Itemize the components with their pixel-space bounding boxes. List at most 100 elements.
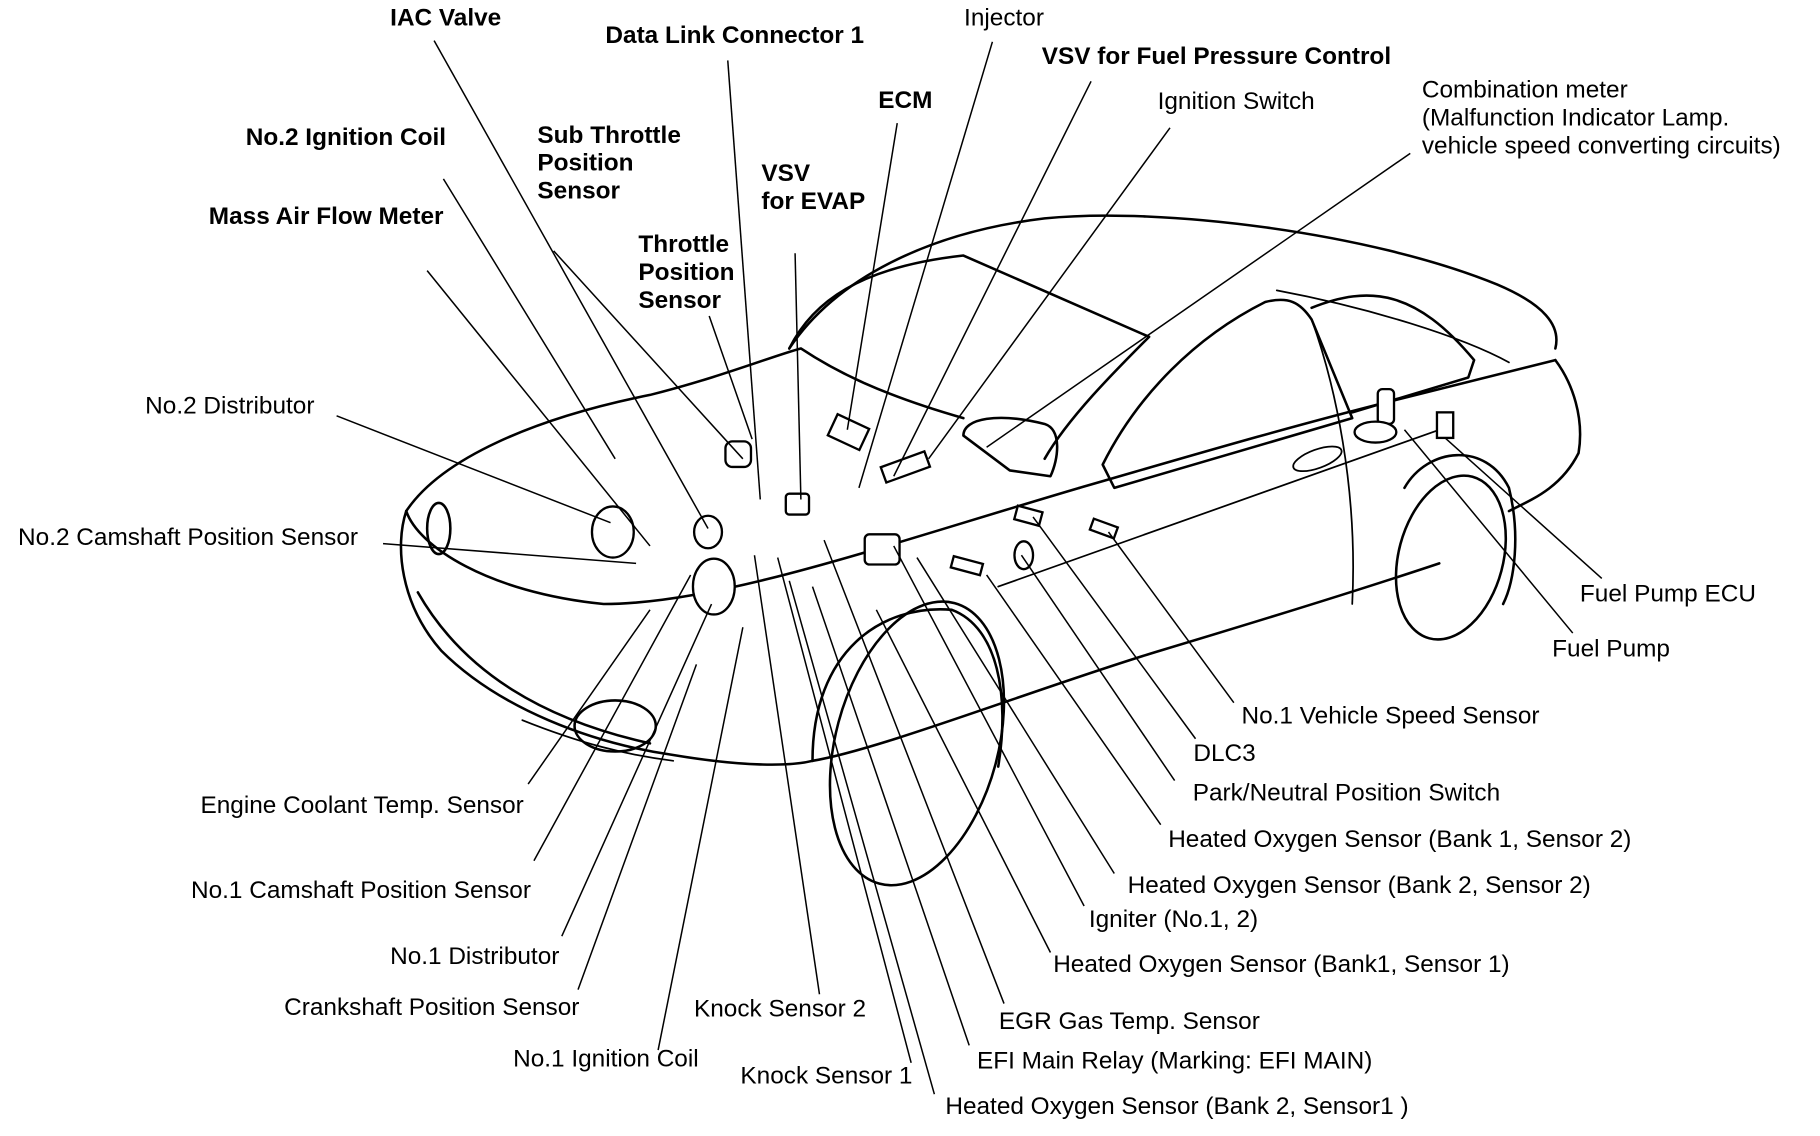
label-knock-sensor-2: Knock Sensor 2 xyxy=(694,995,866,1022)
leader-lines xyxy=(336,40,1603,1095)
leader-line-fuel-pump-ecu xyxy=(1444,437,1603,580)
front-wheel xyxy=(828,600,1006,887)
label-line: VSV for Fuel Pressure Control xyxy=(1042,43,1391,70)
side-mid-crease xyxy=(997,428,1441,588)
label-line: Combination meter xyxy=(1422,77,1628,104)
vsv-evap-part xyxy=(784,492,811,516)
distributor-no1-part xyxy=(691,557,736,616)
park-neutral-switch-part xyxy=(1013,540,1035,571)
label-line: Sensor xyxy=(537,178,620,205)
label-line: Engine Coolant Temp. Sensor xyxy=(200,792,523,819)
label-no2-ignition-coil: No.2 Ignition Coil xyxy=(246,124,446,151)
label-line: Ignition Switch xyxy=(1158,88,1315,115)
label-no1-camshaft-position-sensor: No.1 Camshaft Position Sensor xyxy=(191,877,531,904)
label-data-link-connector-1: Data Link Connector 1 xyxy=(605,22,864,49)
label-igniter: Igniter (No.1, 2) xyxy=(1089,906,1258,933)
leader-line-vsv-fuel-pressure xyxy=(893,80,1092,477)
label-line: No.2 Ignition Coil xyxy=(246,124,446,151)
leader-line-mass-air-flow-meter xyxy=(426,270,651,547)
label-egr-gas-temp-sensor: EGR Gas Temp. Sensor xyxy=(999,1008,1260,1035)
side-sill xyxy=(811,562,1441,763)
leader-line-heated-oxygen-sensor-bank1-sensor2 xyxy=(985,574,1162,826)
door-window xyxy=(1101,298,1354,490)
leader-line-igniter xyxy=(893,545,1085,907)
leader-line-no1-distributor xyxy=(561,603,713,937)
leader-line-no1-vehicle-speed-sensor xyxy=(1107,531,1235,704)
label-mass-air-flow-meter: Mass Air Flow Meter xyxy=(209,203,444,230)
label-combination-meter: Combination meter(Malfunction Indicator … xyxy=(1422,77,1781,160)
label-line: EGR Gas Temp. Sensor xyxy=(999,1008,1260,1035)
side-mirror xyxy=(962,416,1059,478)
vehicle-speed-sensor-part xyxy=(1088,517,1120,540)
label-no1-vehicle-speed-sensor: No.1 Vehicle Speed Sensor xyxy=(1242,703,1540,730)
leader-line-no1-ignition-coil xyxy=(657,627,744,1051)
leader-line-ignition-switch xyxy=(927,127,1171,460)
dlc3-part xyxy=(1012,504,1044,528)
label-line: Sub Throttle xyxy=(537,122,680,149)
label-line: Crankshaft Position Sensor xyxy=(284,994,579,1021)
front-lower-grille xyxy=(521,719,675,762)
label-knock-sensor-1: Knock Sensor 1 xyxy=(740,1063,912,1090)
label-no1-ignition-coil: No.1 Ignition Coil xyxy=(513,1045,699,1072)
label-dlc3: DLC3 xyxy=(1193,740,1255,767)
label-heated-oxygen-sensor-bank2-sensor2: Heated Oxygen Sensor (Bank 2, Sensor 2) xyxy=(1128,872,1591,899)
leader-line-no2-camshaft-position-sensor xyxy=(382,542,637,565)
label-crankshaft-position-sensor: Crankshaft Position Sensor xyxy=(284,994,579,1021)
label-line: IAC Valve xyxy=(390,5,501,32)
label-line: Knock Sensor 1 xyxy=(740,1063,912,1090)
label-line: Heated Oxygen Sensor (Bank 2, Sensor 2) xyxy=(1128,872,1591,899)
label-ecm: ECM xyxy=(878,87,932,114)
car-outline xyxy=(399,214,1582,887)
label-fuel-pump-ecu: Fuel Pump ECU xyxy=(1580,581,1756,608)
label-line: vehicle speed converting circuits) xyxy=(1422,132,1781,159)
leader-line-combination-meter xyxy=(986,152,1411,448)
hood xyxy=(404,347,965,513)
label-no2-distributor: No.2 Distributor xyxy=(145,393,314,420)
windshield xyxy=(788,254,1151,461)
label-line: (Malfunction Indicator Lamp. xyxy=(1422,104,1729,131)
leader-line-heated-oxygen-sensor-bank2-sensor2 xyxy=(916,557,1115,874)
label-engine-coolant-temp-sensor: Engine Coolant Temp. Sensor xyxy=(200,792,523,819)
leader-line-fuel-pump xyxy=(1403,429,1574,634)
leader-line-ecm xyxy=(846,123,898,430)
o2-sensor-part xyxy=(949,554,985,577)
label-line: Mass Air Flow Meter xyxy=(209,203,444,230)
leader-line-knock-sensor-1 xyxy=(776,557,912,1064)
label-line: Position xyxy=(537,150,633,177)
label-line: Sensor xyxy=(638,287,721,314)
label-line: Fuel Pump ECU xyxy=(1580,581,1756,608)
leader-line-sub-throttle-position-sensor xyxy=(553,250,744,460)
label-line: Heated Oxygen Sensor (Bank1, Sensor 1) xyxy=(1053,951,1509,978)
label-line: Position xyxy=(638,259,734,286)
leader-line-vsv-for-evap xyxy=(794,253,802,500)
label-line: Heated Oxygen Sensor (Bank 2, Sensor1 ) xyxy=(945,1093,1408,1120)
engine-components xyxy=(590,387,1455,616)
leader-line-no2-ignition-coil xyxy=(442,178,616,460)
label-line: No.1 Vehicle Speed Sensor xyxy=(1242,703,1540,730)
label-efi-main-relay: EFI Main Relay (Marking: EFI MAIN) xyxy=(977,1048,1372,1075)
fuel-pump-part xyxy=(1376,387,1396,426)
label-heated-oxygen-sensor-bank2-sensor1: Heated Oxygen Sensor (Bank 2, Sensor1 ) xyxy=(945,1093,1408,1120)
label-injector: Injector xyxy=(964,5,1044,32)
leader-line-iac-valve xyxy=(433,40,709,529)
roof-rear-edge xyxy=(1275,289,1510,364)
rear-wheel xyxy=(1394,474,1508,641)
label-iac-valve: IAC Valve xyxy=(390,5,501,32)
front-wheel-arch xyxy=(811,608,1004,768)
leader-line-dlc3 xyxy=(1032,516,1197,740)
distributor-no2-part xyxy=(692,514,724,550)
label-no2-camshaft-position-sensor: No.2 Camshaft Position Sensor xyxy=(18,524,358,551)
label-line: No.1 Ignition Coil xyxy=(513,1045,699,1072)
label-vsv-fuel-pressure: VSV for Fuel Pressure Control xyxy=(1042,43,1391,70)
leader-line-efi-main-relay xyxy=(811,586,970,1046)
leader-line-crankshaft-position-sensor xyxy=(577,664,698,990)
label-heated-oxygen-sensor-bank1-sensor2: Heated Oxygen Sensor (Bank 1, Sensor 2) xyxy=(1168,826,1631,853)
ecm-unit xyxy=(826,412,871,452)
front-bumper xyxy=(416,591,652,745)
leader-line-engine-coolant-temp-sensor xyxy=(527,609,651,785)
leader-line-knock-sensor-2 xyxy=(753,555,821,995)
fuel-pump-ecu-part xyxy=(1435,411,1455,440)
label-line: No.1 Camshaft Position Sensor xyxy=(191,877,531,904)
